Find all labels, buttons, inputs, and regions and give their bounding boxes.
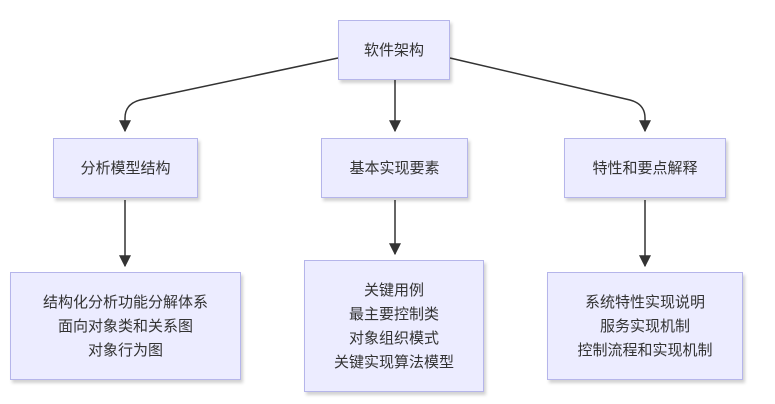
branch-node-basic-elements: 基本实现要素: [321, 138, 468, 198]
branch-node-label: 基本实现要素: [349, 159, 440, 177]
branch-node-analysis-model: 分析模型结构: [53, 138, 198, 198]
detail-line: 最主要控制类: [348, 305, 439, 323]
detail-line: 结构化分析功能分解体系: [42, 293, 208, 311]
root-node-label: 软件架构: [363, 41, 424, 59]
detail-line: 对象行为图: [87, 341, 163, 359]
detail-line: 对象组织模式: [348, 329, 439, 347]
detail-node-features: 系统特性实现说明 服务实现机制 控制流程和实现机制: [547, 272, 743, 380]
edge-root-to-branch-1: [119, 57, 339, 133]
edge-root-to-branch-3: [449, 57, 651, 133]
branch-node-features: 特性和要点解释: [564, 138, 726, 198]
detail-line: 控制流程和实现机制: [577, 341, 713, 359]
detail-line: 服务实现机制: [599, 317, 690, 335]
detail-line: 系统特性实现说明: [584, 293, 705, 311]
detail-line: 关键用例: [363, 281, 424, 299]
detail-line: 关键实现算法模型: [333, 353, 454, 371]
root-node: 软件架构: [338, 20, 450, 80]
detail-line: 面向对象类和关系图: [57, 317, 193, 335]
branch-node-label: 分析模型结构: [80, 159, 171, 177]
branch-node-label: 特性和要点解释: [592, 159, 698, 177]
detail-node-basic-elements: 关键用例 最主要控制类 对象组织模式 关键实现算法模型: [304, 260, 484, 392]
detail-node-analysis-model: 结构化分析功能分解体系 面向对象类和关系图 对象行为图: [10, 272, 241, 380]
